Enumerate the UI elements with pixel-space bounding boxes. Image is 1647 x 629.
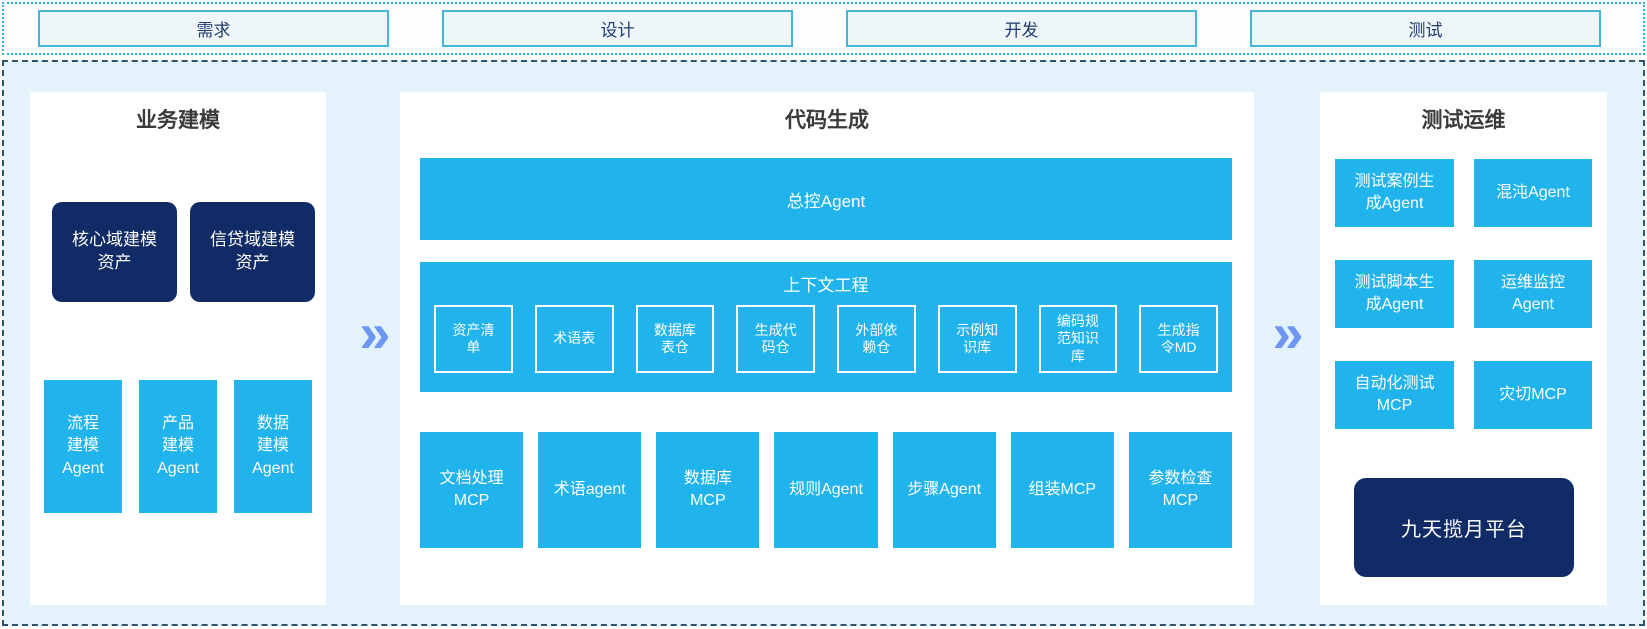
panel-test-ops: 测试运维 测试案例生成Agent 混沌Agent 测试脚本生成Agent 运维监…: [1320, 92, 1607, 605]
asset-box-credit-domain: 信贷域建模资产: [190, 202, 315, 302]
panel-title-business-modeling: 业务建模: [136, 109, 220, 132]
context-item-generation-instruction-md: 生成指令MD: [1139, 305, 1218, 373]
asset-box-core-domain: 核心域建模资产: [52, 202, 177, 302]
context-item-coding-standards-kb: 编码规范知识库: [1038, 305, 1118, 373]
box-chaos-agent: 混沌Agent: [1474, 159, 1592, 227]
context-item-asset-list: 资产清单: [434, 305, 513, 373]
context-engineering-title: 上下文工程: [783, 276, 869, 295]
double-chevron-icon: »: [359, 301, 391, 364]
panel-title-test-ops: 测试运维: [1421, 109, 1506, 132]
context-item-generated-code-repo: 生成代码仓: [736, 305, 815, 373]
box-automated-test-mcp: 自动化测试MCP: [1335, 361, 1454, 429]
panel-title-code-generation: 代码生成: [785, 109, 869, 132]
box-test-script-gen-agent: 测试脚本生成Agent: [1335, 260, 1454, 328]
tool-box-assembly-mcp: 组装MCP: [1010, 432, 1114, 548]
phase-box-testing: 测试: [1250, 10, 1601, 47]
tool-box-param-check-mcp: 参数检查MCP: [1128, 432, 1232, 548]
tool-box-step-agent: 步骤Agent: [892, 432, 996, 548]
tool-box-doc-processing-mcp: 文档处理MCP: [420, 432, 524, 548]
jiutian-lanyue-platform-box: 九天揽月平台: [1354, 478, 1574, 577]
master-agent-bar: 总控Agent: [420, 158, 1232, 240]
phase-box-development: 开发: [846, 10, 1197, 47]
context-items-row: 资产清单 术语表 数据库表仓 生成代码仓 外部依赖仓 示例知识库 编码规范知识库…: [434, 305, 1218, 373]
context-engineering-box: 上下文工程 资产清单 术语表 数据库表仓 生成代码仓 外部依赖仓 示例知识库 编…: [420, 262, 1232, 392]
testops-grid: 测试案例生成Agent 混沌Agent 测试脚本生成Agent 运维监控Agen…: [1335, 159, 1592, 429]
agent-box-product-modeling: 产品建模Agent: [139, 380, 217, 513]
phase-box-design: 设计: [442, 10, 793, 47]
business-agent-row: 流程建模Agent 产品建模Agent 数据建模Agent: [44, 380, 312, 513]
tool-box-glossary-agent: 术语agent: [538, 432, 642, 548]
phase-strip: 需求 设计 开发 测试: [2, 2, 1645, 55]
tool-box-rule-agent: 规则Agent: [774, 432, 878, 548]
double-chevron-icon: »: [1272, 301, 1304, 364]
tool-box-database-mcp: 数据库MCP: [656, 432, 760, 548]
box-disaster-switch-mcp: 灾切MCP: [1474, 361, 1592, 429]
agent-box-process-modeling: 流程建模Agent: [44, 380, 122, 513]
context-item-db-table-repo: 数据库表仓: [635, 305, 715, 373]
business-asset-row: 核心域建模资产 信贷域建模资产: [52, 202, 315, 302]
box-test-case-gen-agent: 测试案例生成Agent: [1335, 159, 1454, 227]
panel-code-generation: 代码生成 总控Agent 上下文工程 资产清单 术语表 数据库表仓 生成代码仓 …: [400, 92, 1254, 605]
box-ops-monitoring-agent: 运维监控Agent: [1474, 260, 1592, 328]
panel-business-modeling: 业务建模 核心域建模资产 信贷域建模资产 流程建模Agent 产品建模Agent…: [30, 92, 326, 605]
context-item-glossary: 术语表: [534, 305, 614, 373]
context-item-external-deps-repo: 外部依赖仓: [837, 305, 916, 373]
main-canvas: 业务建模 核心域建模资产 信贷域建模资产 流程建模Agent 产品建模Agent…: [2, 60, 1645, 626]
phase-box-requirements: 需求: [38, 10, 389, 47]
context-item-example-knowledge-base: 示例知识库: [937, 305, 1017, 373]
agent-box-data-modeling: 数据建模Agent: [234, 380, 312, 513]
codegen-tool-row: 文档处理MCP 术语agent 数据库MCP 规则Agent 步骤Agent 组…: [420, 432, 1232, 548]
